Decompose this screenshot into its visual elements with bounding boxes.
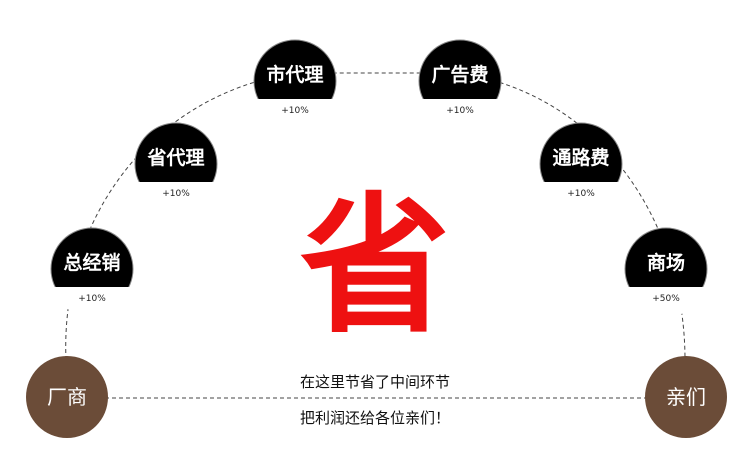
node-shangchang: 商场 +50% [624,227,708,318]
center-caption-line2: 把利润还给各位亲们！ [300,409,450,427]
node-shangchang-pct: +50% [652,294,680,304]
node-tonglufei: 通路费 +10% [539,122,623,213]
node-shengdaili-pct: +10% [162,189,190,199]
endpoint-manufacturer-label: 厂商 [47,385,87,409]
node-zongjingxiao-label: 总经销 [63,251,120,274]
node-shengdaili-label: 省代理 [146,147,204,169]
node-guanggaofei-pct: +10% [446,106,474,116]
endpoint-customers: 亲们 [645,356,727,438]
node-shangchang-label: 商场 [647,251,685,274]
node-zongjingxiao-pct: +10% [78,294,106,304]
node-shidaili: 市代理 +10% [253,39,337,130]
node-guanggaofei: 广告费 +10% [418,39,502,130]
endpoint-customers-label: 亲们 [666,385,706,409]
save-character: 省 [300,180,450,354]
node-zongjingxiao: 总经销 +10% [50,227,134,318]
node-guanggaofei-label: 广告费 [431,63,488,86]
node-shidaili-pct: +10% [281,106,309,116]
node-shidaili-label: 市代理 [266,63,323,86]
node-shengdaili: 省代理 +10% [134,122,218,213]
center-caption-line1: 在这里节省了中间环节 [300,373,450,391]
endpoint-manufacturer: 厂商 [26,356,108,438]
node-tonglufei-label: 通路费 [552,146,609,169]
node-tonglufei-pct: +10% [567,189,595,199]
